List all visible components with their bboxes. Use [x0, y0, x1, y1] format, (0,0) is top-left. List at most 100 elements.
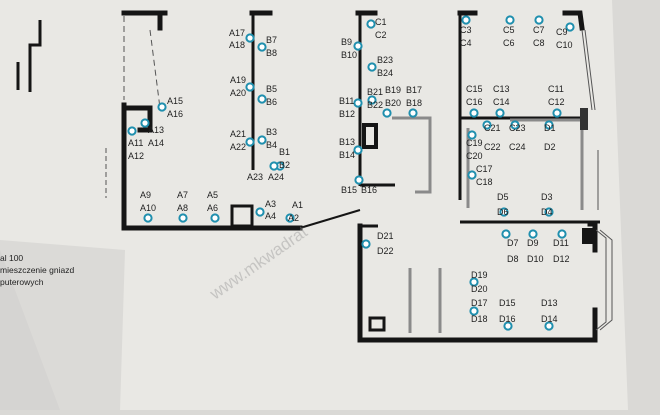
- socket-label-top: D21: [377, 231, 394, 241]
- socket-label-top: C17: [476, 164, 493, 174]
- socket-marker: [366, 19, 376, 29]
- socket-marker: [157, 102, 167, 112]
- socket-label-top: D5: [497, 192, 509, 202]
- paper-shadow: [0, 240, 125, 410]
- legend-line-2: mieszczenie gniazd: [0, 265, 75, 275]
- socket-label-top: D7: [507, 238, 519, 248]
- socket-label-bottom: B22: [367, 100, 383, 110]
- socket-marker: [245, 33, 255, 43]
- socket-marker: [285, 213, 295, 223]
- socket-label-top: A23: [247, 172, 263, 182]
- socket-marker: [353, 145, 363, 155]
- socket-marker: [361, 239, 371, 249]
- socket-marker: [353, 98, 363, 108]
- socket-label-top: A21: [230, 129, 246, 139]
- socket-marker: [257, 94, 267, 104]
- socket-marker: [367, 62, 377, 72]
- socket-label-bottom: C22: [484, 142, 501, 152]
- socket-label-bottom: C16: [466, 97, 483, 107]
- socket-marker: [557, 229, 567, 239]
- socket-marker: [408, 108, 418, 118]
- socket-label-top: B23: [377, 55, 393, 65]
- socket-label-top: A3: [265, 199, 276, 209]
- socket-label-bottom: A24: [268, 172, 284, 182]
- socket-marker: [354, 175, 364, 185]
- socket-label-top: A1: [292, 200, 303, 210]
- socket-label-bottom: D8: [507, 254, 519, 264]
- socket-label-bottom: A12: [128, 151, 144, 161]
- socket-label-top: B1: [279, 147, 290, 157]
- socket-marker: [127, 126, 137, 136]
- socket-label-top: D13: [541, 298, 558, 308]
- socket-label-top: C15: [466, 84, 483, 94]
- socket-label-bottom: D18: [471, 314, 488, 324]
- socket-label-top: A15: [167, 96, 183, 106]
- socket-label-top: B13: [339, 137, 355, 147]
- column-block: [582, 228, 596, 244]
- pillar-box: [368, 316, 386, 332]
- door-box: [230, 204, 254, 228]
- socket-marker: [552, 108, 562, 118]
- socket-label-top: C21: [484, 123, 501, 133]
- socket-label-bottom: C12: [548, 97, 565, 107]
- socket-label-top: B21: [367, 87, 383, 97]
- exterior-walls: [121, 10, 598, 343]
- legend-line-1: al 100: [0, 253, 24, 263]
- socket-label-bottom: D22: [377, 246, 394, 256]
- socket-label-bottom: B8: [266, 48, 277, 58]
- socket-label-bottom: C14: [493, 97, 510, 107]
- legend-line-3: puterowych: [0, 277, 44, 287]
- socket-label-bottom: D10: [527, 254, 544, 264]
- socket-label-bottom: A4: [265, 211, 276, 221]
- socket-label-bottom: A18: [229, 40, 245, 50]
- socket-label-bottom: C24: [509, 142, 526, 152]
- socket-label-bottom: C4: [460, 38, 472, 48]
- socket-marker: [505, 15, 515, 25]
- socket-label-bottom: A2: [288, 213, 299, 223]
- socket-label-top: B9: [341, 37, 352, 47]
- socket-marker: [467, 170, 477, 180]
- socket-label-top: A9: [140, 190, 151, 200]
- socket-label-top: D19: [471, 270, 488, 280]
- socket-marker: [469, 108, 479, 118]
- socket-label-bottom: C6: [503, 38, 515, 48]
- socket-marker: [461, 15, 471, 25]
- socket-marker: [245, 137, 255, 147]
- socket-label-bottom: A20: [230, 88, 246, 98]
- socket-marker: [469, 277, 479, 287]
- socket-label-bottom: B14: [339, 150, 355, 160]
- socket-label-bottom: A8: [177, 203, 188, 213]
- socket-marker: [469, 306, 479, 316]
- legend: al 100 mieszczenie gniazd puterowych: [0, 252, 130, 288]
- socket-label-bottom: D2: [544, 142, 556, 152]
- socket-marker: [528, 229, 538, 239]
- socket-label-top: D17: [471, 298, 488, 308]
- socket-marker: [353, 41, 363, 51]
